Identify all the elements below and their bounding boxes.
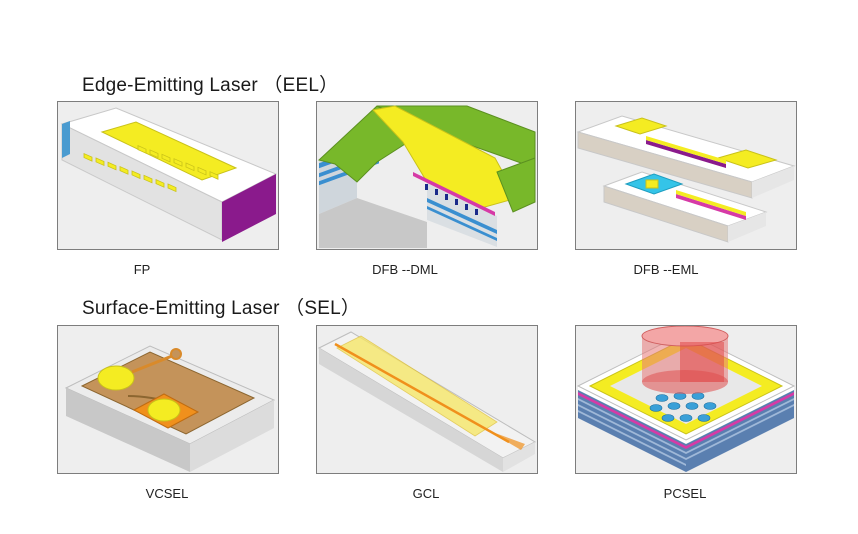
dfb-eml-caption: DFB --EML [633,262,699,277]
gcl-laser-illustration [317,331,537,472]
pcsel-caption: PCSEL [663,486,707,501]
pcsel-hole-array [649,392,717,422]
dfb-dml-laser-illustration [317,105,536,248]
fp-diagram-panel [57,101,279,250]
vcsel-laser-illustration [64,345,276,472]
fp-caption: FP [133,262,151,277]
dfb-eml-diagram-panel [575,101,797,250]
section-title-eel: Edge-Emitting Laser （EEL） [82,75,339,96]
vcsel-diagram-panel [57,325,279,474]
dfb-dml-caption: DFB --DML [372,262,438,277]
gcl-caption: GCL [412,486,440,501]
section-title-sel: Surface-Emitting Laser （SEL） [82,298,361,319]
dfb-dml-electrode [372,105,518,213]
dfb-dml-diagram-panel [316,101,538,250]
fp-laser-illustration [60,107,278,242]
fp-electrode [100,121,238,181]
pcsel-emission-cylinder [641,326,729,394]
pcsel-laser-illustration [576,326,796,472]
dfb-eml-laser-illustration [576,115,796,243]
gcl-diagram-panel [316,325,538,474]
vcsel-caption: VCSEL [145,486,189,501]
pcsel-diagram-panel [575,325,797,474]
gcl-waveguide [334,342,510,444]
